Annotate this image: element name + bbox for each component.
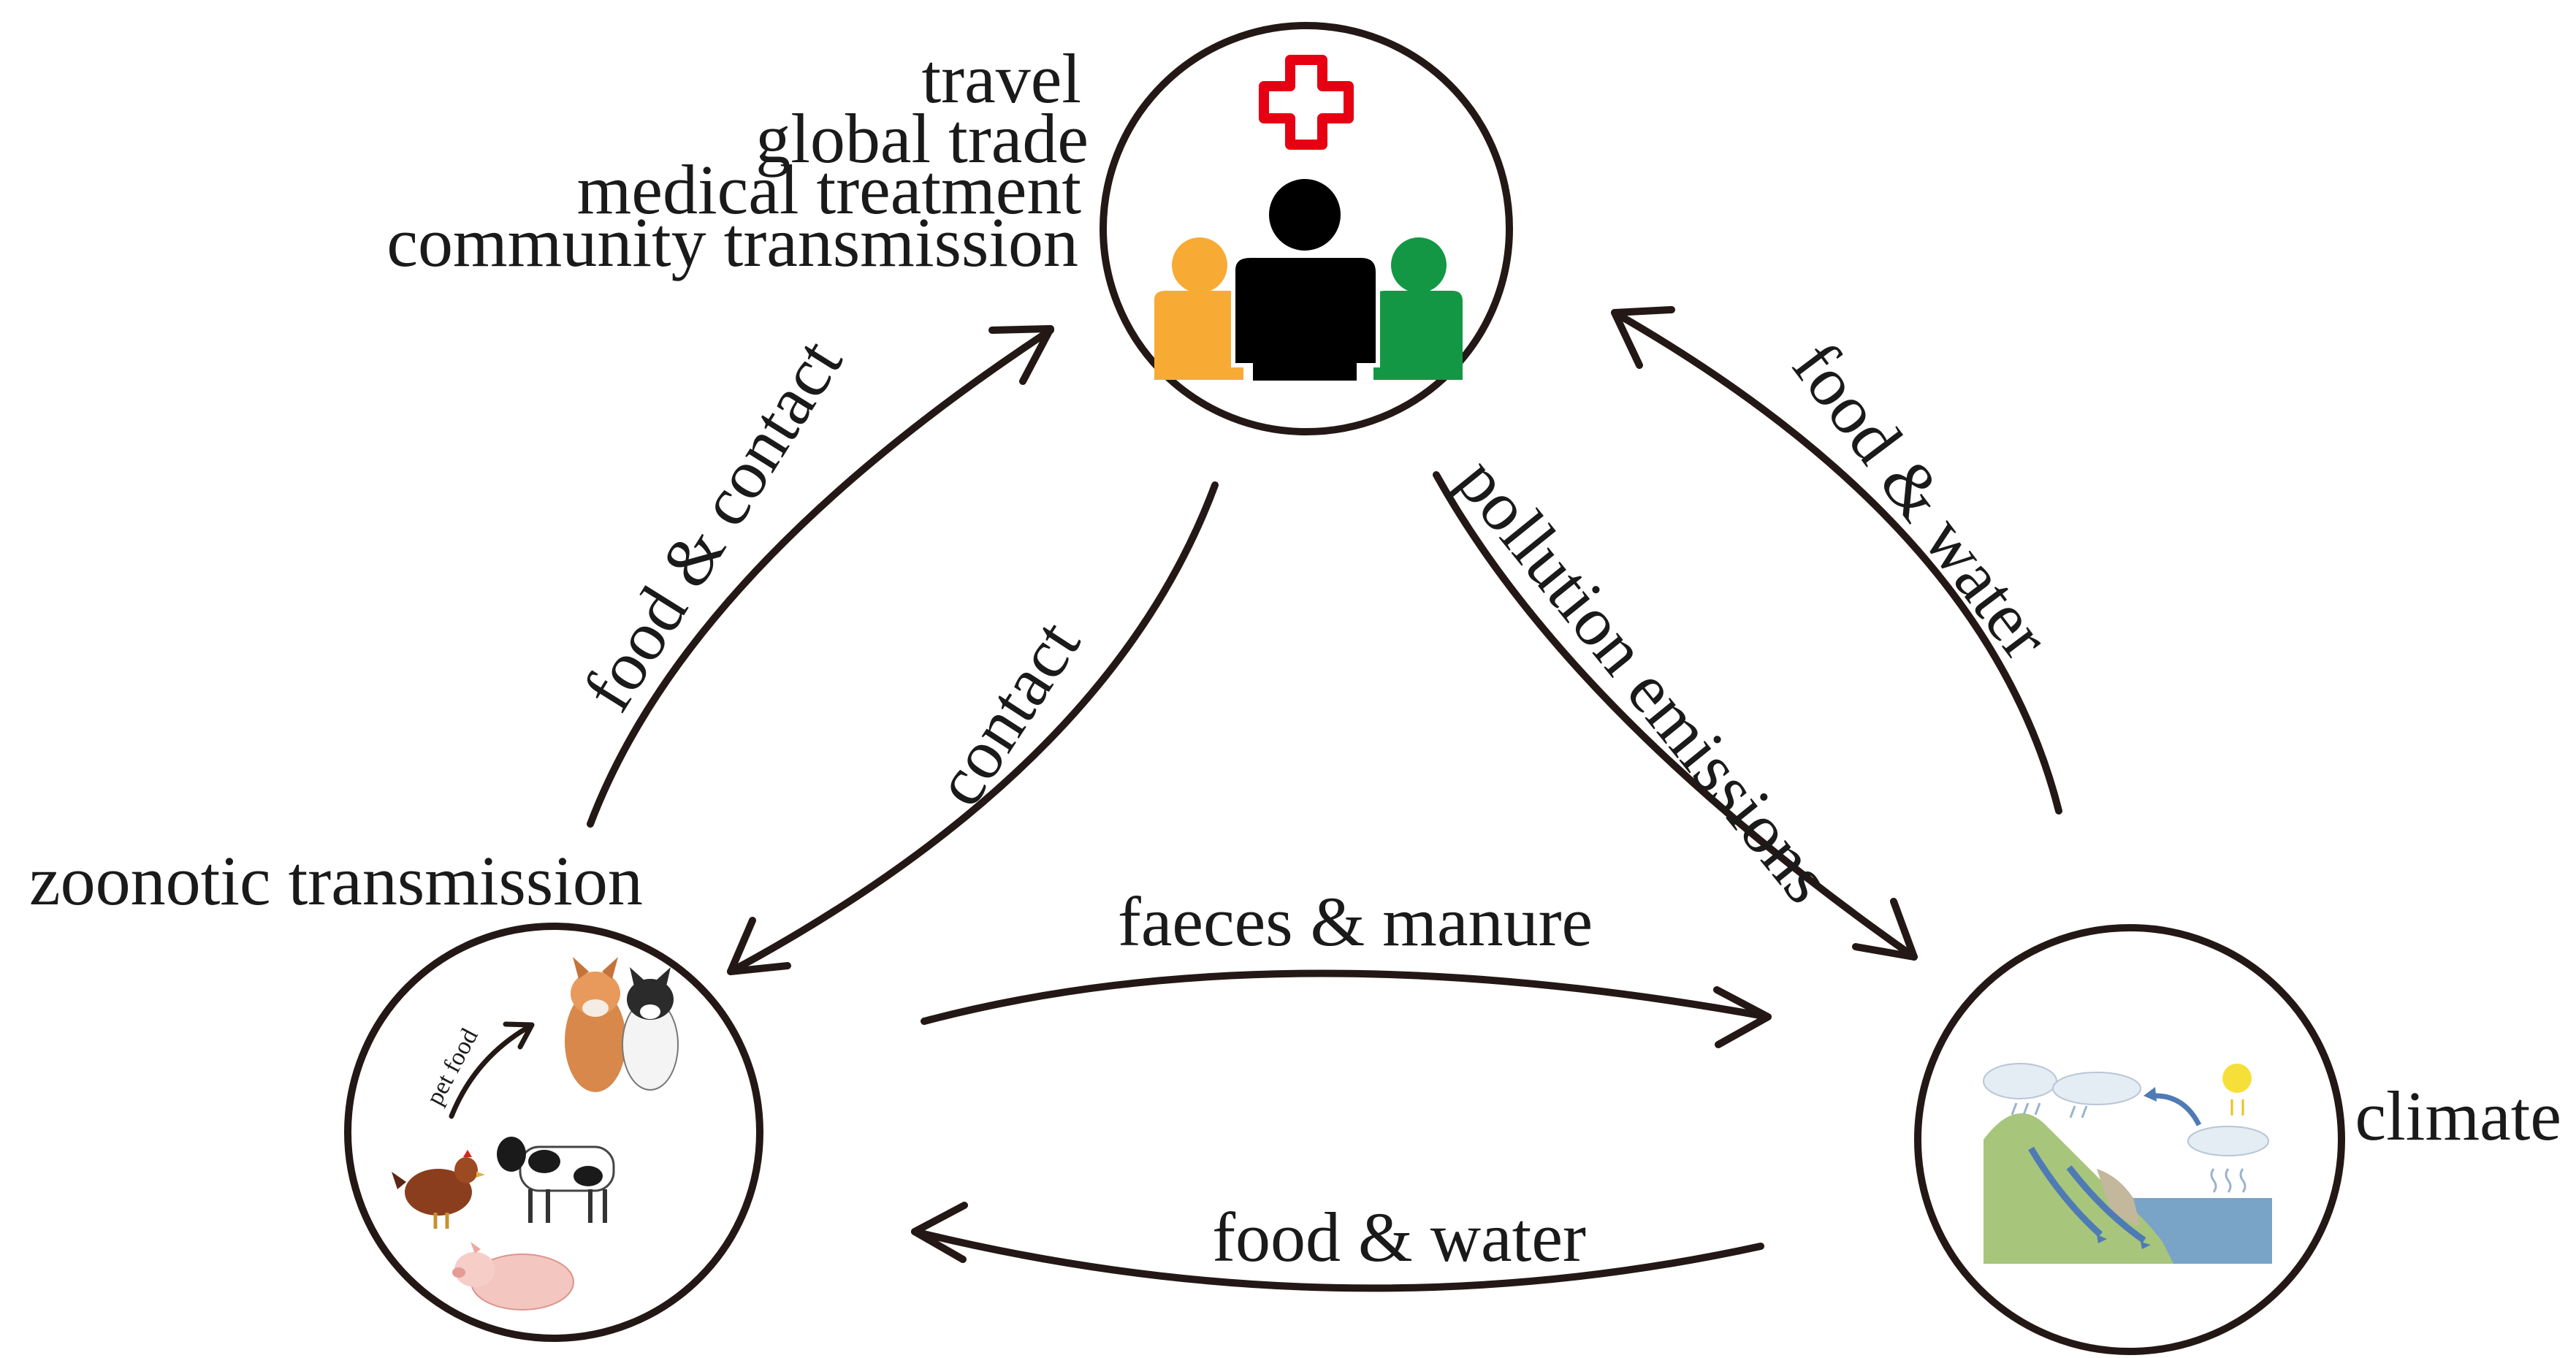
person-center-icon xyxy=(1231,175,1380,385)
human-label-medical-treatment: medical treatment xyxy=(577,150,1082,229)
chicken-image xyxy=(392,1150,485,1229)
pig-image xyxy=(452,1242,574,1311)
edge-label-food-water-bottom: food & water xyxy=(1212,1198,1586,1276)
edge-label-faeces-manure: faeces & manure xyxy=(1118,882,1593,961)
arrowhead xyxy=(1611,306,1675,369)
edge-human-to-environment: pollution emissions xyxy=(1433,443,1918,961)
pet-food-arrowhead xyxy=(503,1021,535,1050)
edge-animal-to-environment: faeces & manure xyxy=(921,882,1772,1048)
edge-label-food-water-right: food & water xyxy=(1777,327,2065,673)
human-label-global-trade: global trade xyxy=(755,99,1089,178)
water-cycle-icon xyxy=(1984,1113,2272,1264)
animal-label: zoonotic transmission xyxy=(29,842,643,920)
edge-label-pollution-emissions: pollution emissions xyxy=(1442,443,1848,918)
human-label-community-transmission: community transmission xyxy=(386,203,1078,281)
edge-label-contact: contact xyxy=(919,606,1095,819)
arrow-line xyxy=(921,969,1772,1025)
pet-food-arrow xyxy=(449,1023,533,1119)
animal-node: pet food xyxy=(344,923,763,1342)
arrowhead xyxy=(911,1202,968,1263)
person-left-icon xyxy=(1154,237,1243,380)
sun-icon xyxy=(2222,1064,2252,1115)
arrow-line xyxy=(911,1228,1764,1292)
person-right-icon xyxy=(1373,237,1463,380)
environment-circle xyxy=(1914,924,2345,1355)
cow-image xyxy=(497,1137,615,1223)
human-label-travel: travel xyxy=(921,39,1081,118)
arrowhead xyxy=(727,917,791,975)
cloud-icon xyxy=(1983,1063,2269,1156)
people-icon xyxy=(1154,175,1463,385)
arrow-line xyxy=(1611,309,2062,815)
arrow-line xyxy=(1433,471,1918,961)
environment-node xyxy=(1914,924,2345,1355)
arrow-line xyxy=(727,481,1219,975)
arrow-line xyxy=(587,327,1054,828)
evaporation-icon xyxy=(2210,1168,2247,1193)
cycle-arrowhead xyxy=(2144,1087,2157,1102)
cat-dog-image xyxy=(565,957,679,1092)
cycle-arrow xyxy=(2154,1093,2202,1126)
environment-label: climate xyxy=(2355,1077,2561,1155)
red-cross-icon xyxy=(1259,55,1354,150)
edge-environment-to-animal: food & water xyxy=(911,1198,1764,1292)
rain-icon xyxy=(2011,1102,2088,1118)
arrowhead xyxy=(988,325,1054,385)
arrowhead xyxy=(1713,986,1772,1048)
arrowhead xyxy=(1852,898,1918,961)
edge-label-food-contact: food & contact xyxy=(568,326,857,724)
human-node xyxy=(1100,22,1513,435)
